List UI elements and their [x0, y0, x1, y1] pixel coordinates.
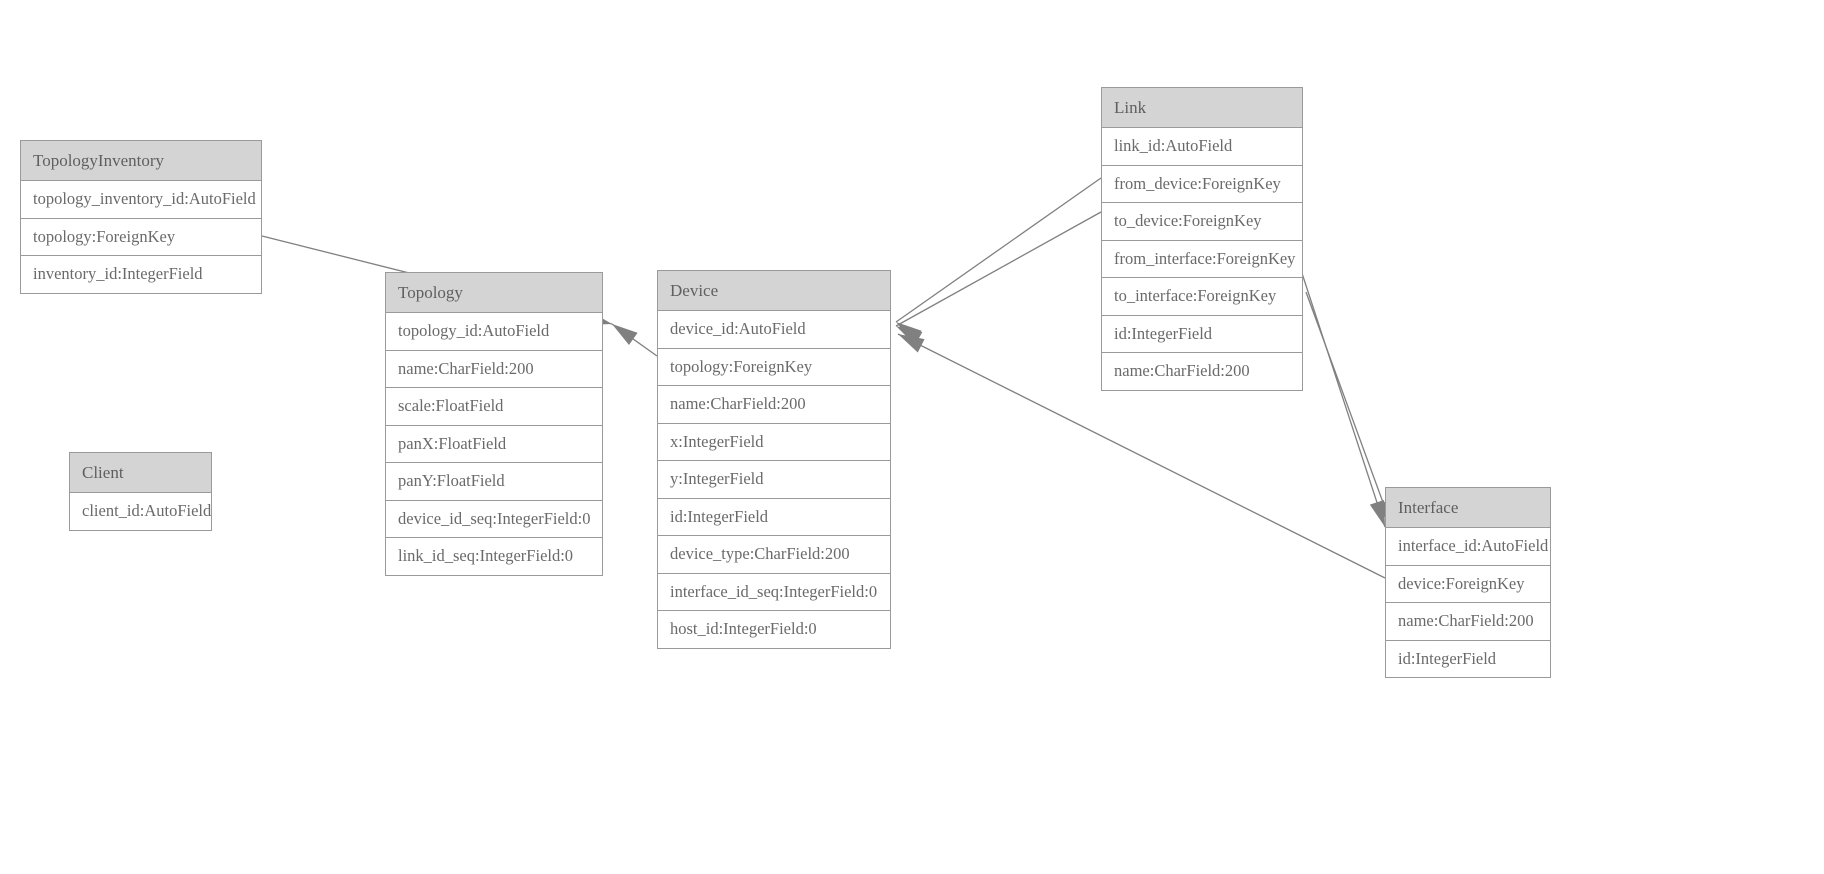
field-row: device_id_seq:IntegerField:0 — [386, 500, 602, 538]
field-row: from_interface:ForeignKey — [1102, 240, 1302, 278]
field-row: panY:FloatField — [386, 463, 602, 501]
field-row: topology_id:AutoField — [386, 313, 602, 351]
field-row: panX:FloatField — [386, 425, 602, 463]
field-row: topology:ForeignKey — [658, 348, 890, 386]
entity-title-client: Client — [70, 453, 211, 493]
field-row: topology_inventory_id:AutoField — [21, 181, 261, 219]
field-row: device:ForeignKey — [1386, 565, 1550, 603]
field-row: to_interface:ForeignKey — [1102, 278, 1302, 316]
arrowhead-link-to-device — [896, 322, 922, 344]
field-row: interface_id:AutoField — [1386, 528, 1550, 566]
field-row: x:IntegerField — [658, 423, 890, 461]
field-row: link_id:AutoField — [1102, 128, 1302, 166]
field-row: interface_id_seq:IntegerField:0 — [658, 573, 890, 611]
field-row: scale:FloatField — [386, 388, 602, 426]
field-row: name:CharField:200 — [658, 386, 890, 424]
field-row: topology:ForeignKey — [21, 218, 261, 256]
entity-title-topology-inventory: TopologyInventory — [21, 141, 261, 181]
field-row: device_type:CharField:200 — [658, 536, 890, 574]
field-row: name:CharField:200 — [1102, 353, 1302, 390]
field-row: y:IntegerField — [658, 461, 890, 499]
field-row: client_id:AutoField — [70, 493, 211, 530]
arrowhead-device-to-topology — [612, 324, 638, 346]
edge-link-to-interface — [1305, 291, 1393, 528]
entity-title-interface: Interface — [1386, 488, 1550, 528]
field-row: inventory_id:IntegerField — [21, 256, 261, 293]
field-row: id:IntegerField — [658, 498, 890, 536]
edge-device-to-topology — [611, 323, 658, 357]
field-row: from_device:ForeignKey — [1102, 165, 1302, 203]
entity-title-device: Device — [658, 271, 890, 311]
field-row: host_id:IntegerField:0 — [658, 611, 890, 648]
field-row: device_id:AutoField — [658, 311, 890, 349]
field-row: id:IntegerField — [1102, 315, 1302, 353]
edge-link-to-interface — [1296, 257, 1386, 528]
field-row: name:CharField:200 — [386, 350, 602, 388]
field-row: id:IntegerField — [1386, 640, 1550, 677]
field-row: to_device:ForeignKey — [1102, 203, 1302, 241]
field-row: link_id_seq:IntegerField:0 — [386, 538, 602, 575]
entity-title-link: Link — [1102, 88, 1302, 128]
arrowhead-link-to-device — [896, 326, 923, 346]
arrowhead-interface-to-device — [898, 334, 925, 353]
edge-link-to-device — [895, 177, 1102, 323]
entity-title-topology: Topology — [386, 273, 602, 313]
field-row: name:CharField:200 — [1386, 603, 1550, 641]
edge-link-to-device — [895, 211, 1102, 327]
